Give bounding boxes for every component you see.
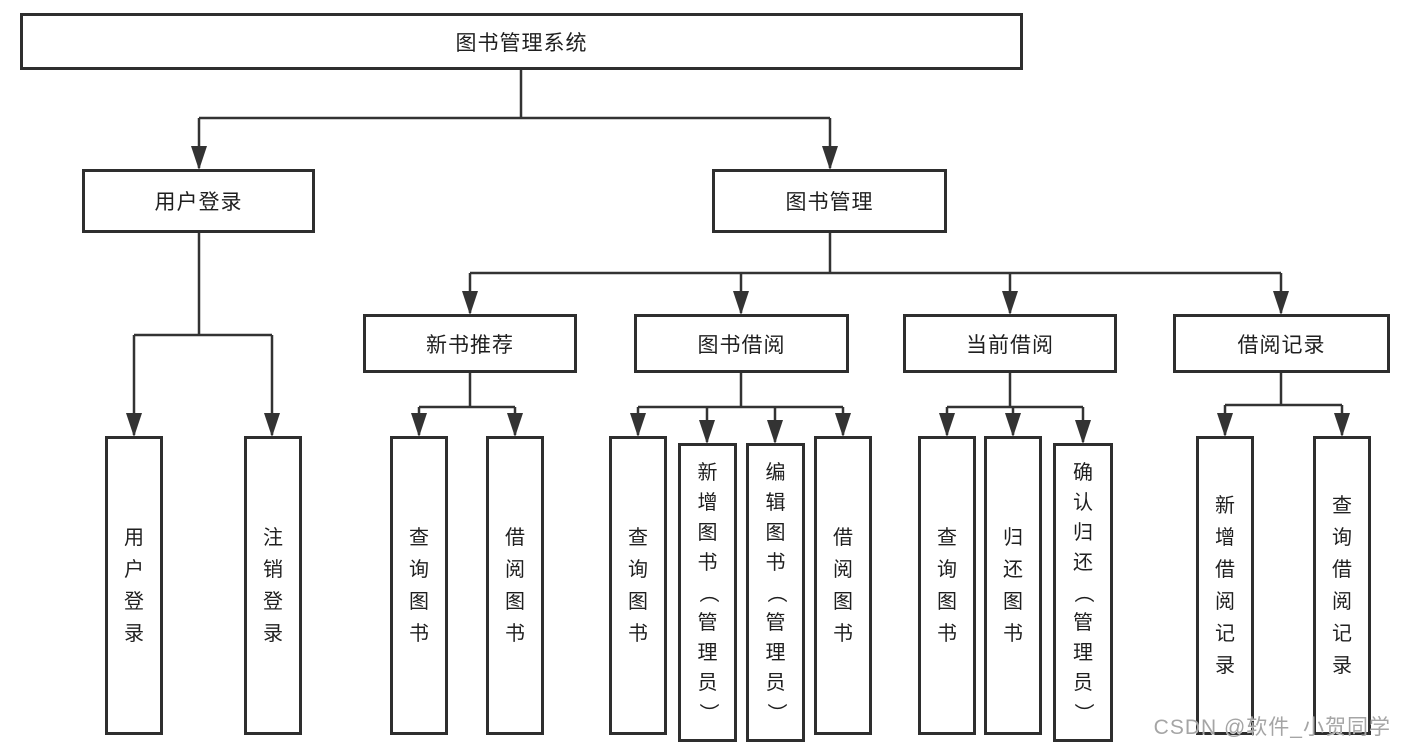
leaf-add-borrow-record: 新增借阅记录 (1196, 436, 1254, 735)
leaf-label-char: 归 (1003, 526, 1023, 549)
leaf-label-char: 书 (697, 551, 718, 574)
leaf-label-char: 增 (1215, 526, 1235, 549)
leaf-label-char: 注 (263, 526, 283, 549)
leaf-query-borrow-record: 查询借阅记录 (1313, 436, 1371, 735)
node-book-management: 图书管理 (712, 169, 947, 233)
leaf-label-char: 编 (765, 461, 786, 484)
leaf-label-char: 还 (1073, 551, 1093, 574)
leaf-label-char: 借 (833, 526, 853, 549)
leaf-label-char: 登 (124, 590, 144, 613)
leaf-label-char: 辑 (765, 491, 786, 514)
leaf-label-char: 认 (1073, 491, 1093, 514)
leaf-label-char: 书 (765, 551, 786, 574)
leaf-label-char: 询 (628, 558, 648, 581)
leaf-query-books-recommend: 查询图书 (390, 436, 448, 735)
leaf-label-char: 登 (263, 590, 283, 613)
leaf-label-char: 录 (1215, 654, 1235, 677)
leaf-logout: 注销登录 (244, 436, 302, 735)
leaf-label-char: 归 (1073, 521, 1093, 544)
node-user-login: 用户登录 (82, 169, 315, 233)
leaf-label-char: 图 (409, 590, 429, 613)
leaf-label-char: ） (1072, 702, 1094, 723)
leaf-label-char: （ (1072, 582, 1094, 603)
leaf-label-char: 书 (1003, 622, 1023, 645)
leaf-label-char: 还 (1003, 558, 1023, 581)
leaf-label-char: 图 (765, 521, 786, 544)
leaf-return-books: 归还图书 (984, 436, 1042, 735)
leaf-label-char: 书 (937, 622, 957, 645)
leaf-label-char: 确 (1073, 461, 1093, 484)
leaf-label-char: 查 (1332, 494, 1352, 517)
leaf-label-char: 书 (505, 622, 525, 645)
leaf-edit-books-admin: 编辑图书 （ 管理员 ） (746, 443, 805, 742)
leaf-label-char: 销 (263, 558, 283, 581)
leaf-label-char: 新 (1215, 494, 1235, 517)
leaf-label-char: 询 (937, 558, 957, 581)
leaf-label-char: 理 (1073, 641, 1093, 664)
leaf-label-char: 增 (697, 491, 718, 514)
leaf-query-books-current: 查询图书 (918, 436, 976, 735)
leaf-label-char: 理 (765, 641, 786, 664)
node-library-management-system: 图书管理系统 (20, 13, 1023, 70)
leaf-label-char: ） (764, 702, 787, 723)
leaf-label-char: 图 (1003, 590, 1023, 613)
leaf-label-char: 录 (263, 622, 283, 645)
leaf-label-char: 记 (1215, 622, 1235, 645)
leaf-label-char: 借 (1332, 558, 1352, 581)
leaf-query-books-borrow: 查询图书 (609, 436, 667, 735)
leaf-label-char: 员 (697, 671, 718, 694)
leaf-label-char: 图 (505, 590, 525, 613)
leaf-borrow-books-recommend: 借阅图书 (486, 436, 544, 735)
leaf-label-char: 管 (697, 611, 718, 634)
leaf-label-char: 图 (937, 590, 957, 613)
leaf-label-char: 录 (1332, 654, 1352, 677)
leaf-label-char: 阅 (1215, 590, 1235, 613)
leaf-label-char: 阅 (505, 558, 525, 581)
node-borrowing-records: 借阅记录 (1173, 314, 1390, 373)
leaf-label-char: （ (764, 582, 787, 603)
node-current-borrowing: 当前借阅 (903, 314, 1117, 373)
leaf-label-char: ） (696, 702, 719, 723)
leaf-label-char: 阅 (833, 558, 853, 581)
leaf-label-char: 户 (124, 558, 144, 581)
leaf-label-char: 用 (124, 526, 144, 549)
leaf-label-char: 员 (765, 671, 786, 694)
leaf-label-char: 借 (1215, 558, 1235, 581)
leaf-label-char: 图 (833, 590, 853, 613)
leaf-add-books-admin: 新增图书 （ 管理员 ） (678, 443, 737, 742)
leaf-label-char: 图 (628, 590, 648, 613)
leaf-label-char: 管 (765, 611, 786, 634)
leaf-label-char: （ (696, 582, 719, 603)
leaf-label-char: 记 (1332, 622, 1352, 645)
leaf-label-char: 书 (833, 622, 853, 645)
leaf-confirm-return-admin: 确认归还 （ 管理员 ） (1053, 443, 1113, 742)
leaf-label-char: 查 (628, 526, 648, 549)
leaf-label-char: 询 (409, 558, 429, 581)
leaf-label-char: 借 (505, 526, 525, 549)
leaf-label-char: 查 (937, 526, 957, 549)
leaf-borrow-books: 借阅图书 (814, 436, 872, 735)
csdn-watermark: CSDN @软件_小贺同学 (1153, 716, 1391, 739)
arrowheads (126, 146, 1350, 444)
leaf-label-char: 阅 (1332, 590, 1352, 613)
leaf-label-char: 书 (409, 622, 429, 645)
leaf-label-char: 理 (697, 641, 718, 664)
leaf-label-char: 询 (1332, 526, 1352, 549)
leaf-label-char: 图 (697, 521, 718, 544)
leaf-label-char: 查 (409, 526, 429, 549)
node-new-book-recommendation: 新书推荐 (363, 314, 577, 373)
leaf-label-char: 管 (1073, 611, 1093, 634)
leaf-label-char: 员 (1073, 671, 1093, 694)
leaf-label-char: 录 (124, 622, 144, 645)
leaf-label-char: 书 (628, 622, 648, 645)
tree-connectors (132, 70, 1344, 442)
leaf-user-login: 用户登录 (105, 436, 163, 735)
node-book-borrowing: 图书借阅 (634, 314, 849, 373)
leaf-label-char: 新 (697, 461, 718, 484)
